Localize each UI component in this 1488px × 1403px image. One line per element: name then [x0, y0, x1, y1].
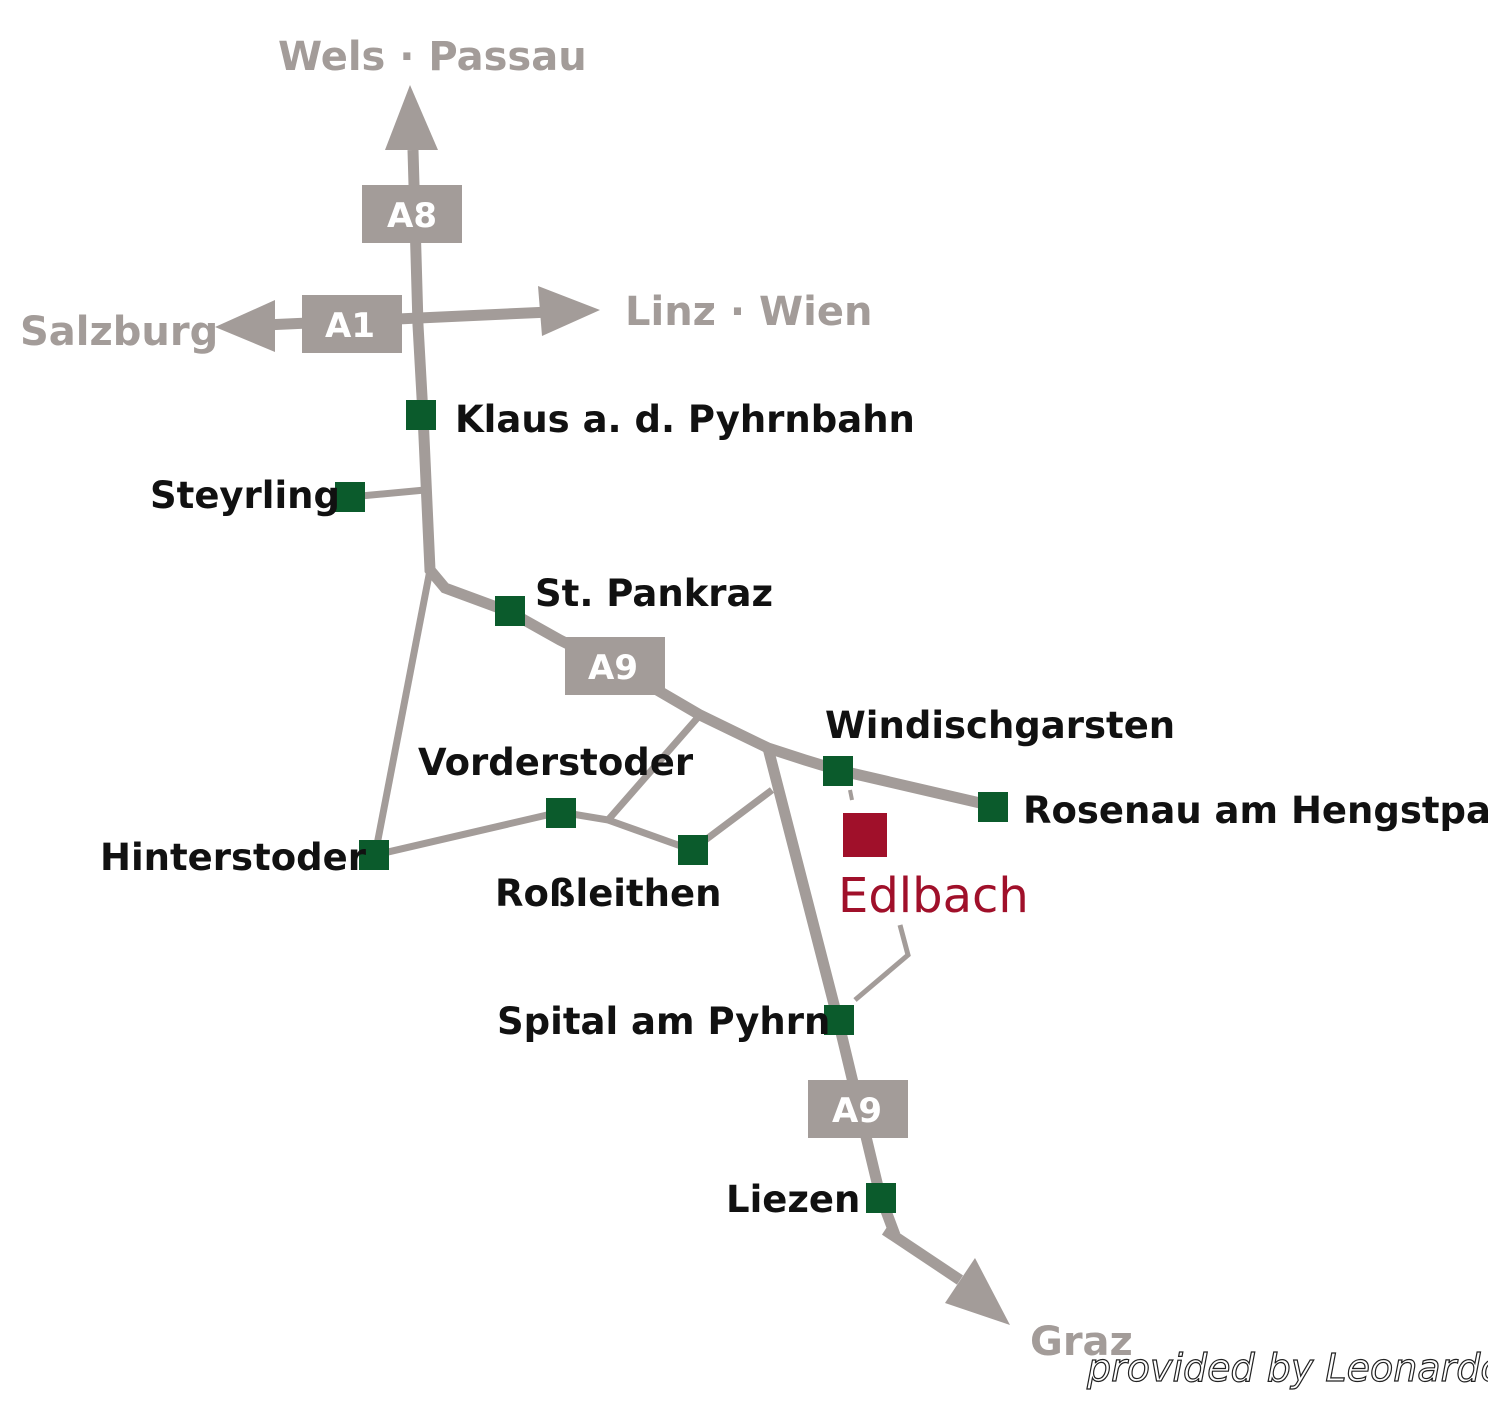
- marker-liezen: [866, 1183, 896, 1213]
- arrow-south-icon: [945, 1258, 1010, 1325]
- shield-a8: A8: [362, 185, 462, 243]
- shield-a1-label: A1: [325, 306, 375, 346]
- shield-a9-south: A9: [808, 1080, 908, 1138]
- marker-rosenau: [978, 792, 1008, 822]
- shield-a9-south-label: A9: [832, 1091, 882, 1131]
- road-hinterstoder: [371, 569, 434, 856]
- marker-st-pankraz: [495, 596, 525, 626]
- road-edlbach-spur: [848, 789, 854, 801]
- shield-a1: A1: [302, 295, 402, 353]
- town-label-liezen: Liezen: [726, 1178, 860, 1221]
- marker-steyrling: [335, 482, 365, 512]
- hotel-label: Edlbach: [838, 868, 1029, 924]
- destination-south: Graz: [1030, 1319, 1133, 1365]
- shield-a9-north-label: A9: [588, 648, 638, 688]
- arrow-north-icon: [385, 85, 438, 150]
- road-hinterstoder-vorderstoder: [374, 808, 561, 859]
- town-label-hinterstoder: Hinterstoder: [100, 836, 367, 879]
- marker-vorderstoder: [546, 798, 576, 828]
- town-label-steyrling: Steyrling: [150, 474, 340, 517]
- hotel-marker: [843, 813, 887, 857]
- destination-east: Linz · Wien: [625, 289, 872, 335]
- road-edlbach-access: [853, 924, 911, 1002]
- town-label-rosenau: Rosenau am Hengstpass: [1023, 789, 1488, 832]
- shield-a9-north: A9: [565, 637, 665, 695]
- credit-label: provided by Leonardo: [1086, 1346, 1488, 1390]
- town-label-rossleithen: Roßleithen: [495, 872, 721, 915]
- road-to-graz: [881, 1225, 964, 1285]
- marker-hinterstoder: [359, 840, 389, 870]
- marker-windischgarsten: [823, 756, 853, 786]
- destination-north: Wels · Passau: [278, 34, 587, 80]
- town-label-klaus: Klaus a. d. Pyhrnbahn: [455, 398, 915, 441]
- marker-klaus: [406, 400, 436, 430]
- town-label-spital: Spital am Pyhrn: [497, 1000, 830, 1043]
- town-label-st-pankraz: St. Pankraz: [535, 572, 773, 615]
- marker-rossleithen: [678, 835, 708, 865]
- arrow-east-icon: [538, 286, 600, 336]
- marker-spital: [824, 1005, 854, 1035]
- shield-a8-label: A8: [387, 196, 437, 236]
- destination-west: Salzburg: [20, 309, 218, 355]
- arrow-west-icon: [215, 300, 275, 352]
- town-label-vorderstoder: Vorderstoder: [418, 741, 694, 784]
- town-label-windischgarsten: Windischgarsten: [825, 704, 1175, 747]
